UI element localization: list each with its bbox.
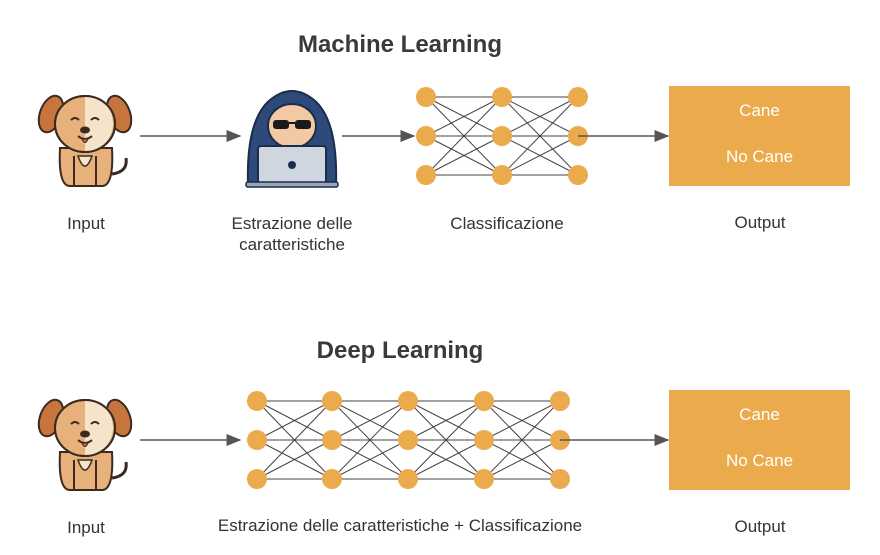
ml-section-title: Machine Learning	[297, 31, 503, 58]
ml-extraction-label: Estrazione delle caratteristiche	[212, 213, 372, 255]
dl-network-node-l3-n1	[474, 430, 494, 450]
dl-network-connection	[407, 400, 485, 480]
ml-output-class-no-cane: No Cane	[725, 147, 794, 166]
dl-section-title: Deep Learning	[316, 337, 484, 364]
dl-middle-label: Estrazione delle caratteristiche + Class…	[217, 516, 583, 535]
ml-input-label: Input	[67, 214, 105, 233]
dl-network-connection	[256, 400, 333, 441]
dl-network-connection	[331, 400, 409, 441]
dl-input-label: Input	[67, 518, 105, 537]
ml-network-connection	[501, 135, 579, 176]
dl-network-node-l1-n1	[322, 430, 342, 450]
ml-network-node-l1-n1	[492, 126, 512, 146]
dl-output-class-cane: Cane	[739, 405, 780, 424]
dl-output-label: Output	[734, 517, 786, 536]
dl-network-node-l3-n2	[474, 469, 494, 489]
ml-network-connection	[501, 96, 579, 176]
dl-network-connection	[331, 400, 409, 480]
hacker-laptop-icon	[245, 90, 339, 188]
dl-output-box: Cane No Cane	[669, 390, 850, 490]
dl-network-node-l0-n1	[247, 430, 267, 450]
ml-output-label: Output	[734, 213, 786, 232]
dl-neural-network	[247, 391, 570, 489]
dl-network-node-l2-n0	[398, 391, 418, 411]
ml-output-class-cane: Cane	[739, 101, 780, 120]
dl-output-class-no-cane: No Cane	[725, 451, 794, 470]
ml-network-node-l1-n2	[492, 165, 512, 185]
dog-icon	[32, 394, 138, 492]
ml-network-node-l1-n0	[492, 87, 512, 107]
dl-network-connection	[483, 439, 561, 480]
dl-network-node-l0-n0	[247, 391, 267, 411]
dl-network-node-l4-n2	[550, 469, 570, 489]
dl-network-node-l0-n2	[247, 469, 267, 489]
ml-extraction-label-line2: caratteristiche	[239, 235, 345, 254]
dl-network-node-l2-n1	[398, 430, 418, 450]
ml-classification-label: Classificazione	[450, 214, 564, 233]
dog-icon	[32, 90, 138, 188]
ml-network-node-l0-n2	[416, 165, 436, 185]
ml-network-connection	[425, 96, 503, 176]
ml-network-node-l0-n1	[416, 126, 436, 146]
dl-network-connection	[256, 400, 333, 480]
ml-network-connection	[501, 96, 579, 137]
ml-network-node-l2-n2	[568, 165, 588, 185]
dl-network-node-l2-n2	[398, 469, 418, 489]
ml-network-connection	[425, 96, 503, 137]
ml-extraction-label-line1: Estrazione delle	[231, 214, 353, 233]
dl-network-connection	[407, 439, 485, 480]
ml-network-connection	[425, 135, 503, 176]
ml-neural-network	[416, 87, 588, 185]
dl-network-connection	[331, 439, 409, 480]
ml-network-node-l0-n0	[416, 87, 436, 107]
dl-network-node-l1-n2	[322, 469, 342, 489]
dl-network-connection	[256, 439, 333, 480]
dl-network-node-l1-n0	[322, 391, 342, 411]
dl-network-connection	[483, 400, 561, 441]
dl-network-connection	[407, 400, 485, 441]
dl-network-node-l4-n0	[550, 391, 570, 411]
ml-output-box: Cane No Cane	[669, 86, 850, 186]
dl-network-node-l3-n0	[474, 391, 494, 411]
dl-network-connection	[483, 400, 561, 480]
ml-network-node-l2-n0	[568, 87, 588, 107]
